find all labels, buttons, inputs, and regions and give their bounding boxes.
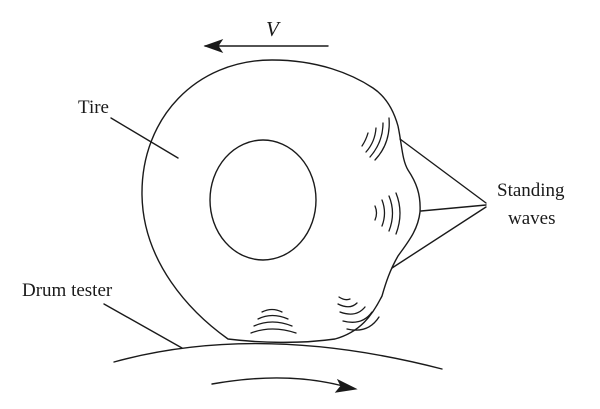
drum-tester-label: Drum tester [22, 280, 113, 301]
velocity-arrow [203, 39, 329, 53]
standing-waves-bottom [250, 308, 297, 334]
standing-waves-upper [361, 117, 390, 161]
tire-rim [209, 139, 317, 261]
tire-leader [110, 117, 179, 159]
drum-rotation-arrow [211, 377, 358, 393]
standing-waves-middle [374, 192, 401, 235]
standing-waves-label-line1: Standing [497, 180, 565, 201]
standing-waves-label-line2: waves [508, 208, 555, 229]
drum-surface [113, 342, 443, 370]
tire-outline [141, 59, 421, 344]
drum-tester-leader [103, 303, 183, 349]
tire-label: Tire [78, 97, 109, 118]
velocity-label: V [266, 17, 281, 41]
standing-waves-lower [337, 296, 380, 331]
standing-waves-leaders [391, 138, 487, 269]
